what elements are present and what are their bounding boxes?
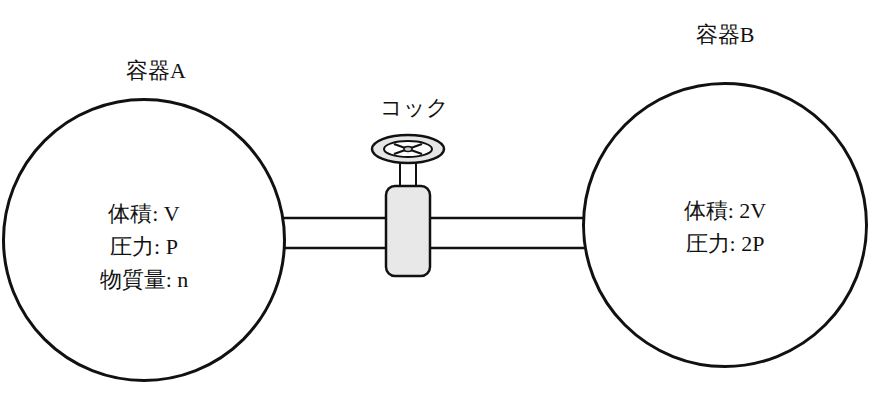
valve: コック xyxy=(385,185,431,277)
pipe-bore xyxy=(281,219,390,247)
vessel-wall xyxy=(584,84,867,367)
state-value: 圧力: 2P xyxy=(686,227,765,260)
pipe-wall xyxy=(426,217,587,250)
vessel-label: 容器B xyxy=(696,22,755,48)
state-value: 圧力: P xyxy=(110,230,178,263)
pipe xyxy=(426,233,587,234)
state-value: 体積: 2V xyxy=(684,194,767,227)
valve-drawing xyxy=(385,185,431,277)
vessel-circle: 容器A体積: V圧力: P物質量: n xyxy=(2,98,286,382)
valve-spokes xyxy=(394,144,422,154)
valve-handwheel xyxy=(372,135,444,163)
pipe xyxy=(281,233,390,234)
state-value: 体積: V xyxy=(108,197,180,230)
state-value: 物質量: n xyxy=(100,263,189,296)
valve-stem xyxy=(400,163,416,187)
vessel-contents: 体積: 2V圧力: 2P xyxy=(582,84,868,370)
vessel-label: 容器A xyxy=(126,58,186,84)
valve-body xyxy=(386,186,430,276)
pipe-wall xyxy=(281,217,390,250)
vessel-wall xyxy=(4,100,285,381)
valve-label: コック xyxy=(380,95,449,121)
vessel-circle: 容器B体積: 2V圧力: 2P xyxy=(582,82,868,368)
valve-hub xyxy=(404,147,412,152)
vessel-outline xyxy=(582,82,868,368)
vessel-contents: 体積: V圧力: P物質量: n xyxy=(2,104,286,388)
valve-handwheel-inner xyxy=(384,141,432,157)
pipe-bore xyxy=(426,219,587,247)
